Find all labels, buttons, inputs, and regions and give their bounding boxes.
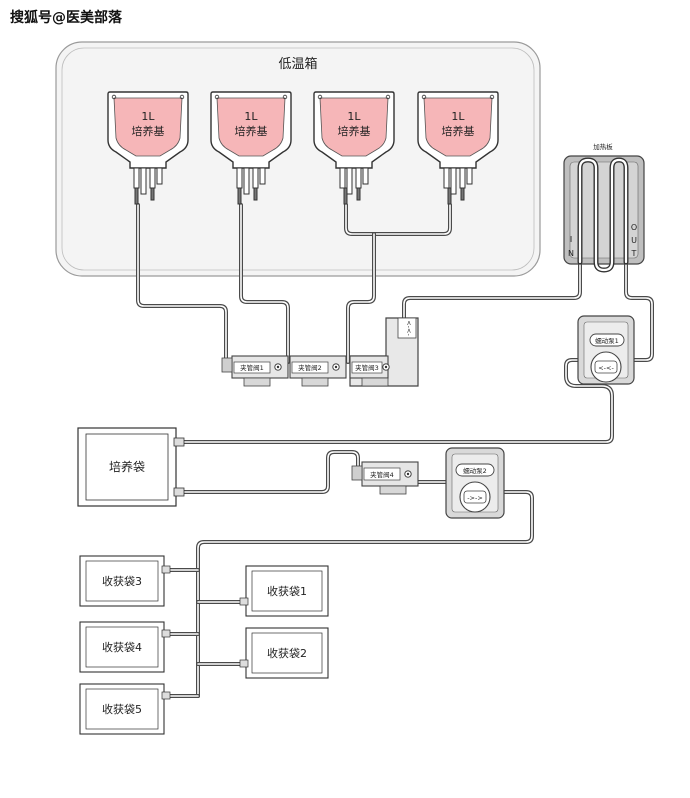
clamp-valve-4: 夹管阀4	[351, 461, 419, 495]
heater-in-label: I	[570, 235, 572, 244]
heater-out-label: O	[631, 223, 637, 232]
bag-ports	[443, 167, 473, 205]
heater-out-label: T	[631, 249, 637, 258]
culture-bag-label: 培养袋	[109, 459, 145, 474]
culture-bag: 培养袋	[77, 427, 185, 507]
clamp-valve-1: 夹管阀1	[221, 355, 289, 387]
media-bag-2: 1L 培养基	[210, 91, 292, 205]
harvest-bag-3: 收获袋3	[79, 555, 171, 607]
heater-label: 加热板	[593, 142, 613, 151]
peristaltic-pump-1: 蠕动泵1 <-<-	[577, 315, 635, 385]
media-bag-4: 1L 培养基	[417, 91, 499, 205]
clamp-label: 夹管阀2	[298, 363, 322, 372]
cold-box-title: 低温箱	[278, 56, 317, 72]
harvest-bag-label: 收获袋2	[267, 646, 307, 660]
pump-direction-arrow-icon: <-<-	[598, 364, 614, 372]
bag-ports	[236, 167, 266, 205]
sensor-label: <-<-	[405, 320, 413, 336]
clamp-valve-2: 夹管阀2	[289, 355, 347, 387]
pump-direction-arrow-icon: ->->	[467, 494, 483, 502]
harvest-bag-label: 收获袋5	[102, 702, 142, 716]
heater-plate: 加热板 I N O U T	[563, 142, 645, 273]
harvest-bag-5: 收获袋5	[79, 683, 171, 735]
media-bag-volume: 1L	[244, 110, 258, 123]
harvest-bag-label: 收获袋4	[102, 640, 142, 654]
harvest-bag-label: 收获袋3	[102, 574, 142, 588]
tube-culture-clamp4	[182, 450, 360, 494]
watermark: 搜狐号@医美部落	[10, 9, 123, 26]
clamp-label: 夹管阀1	[240, 363, 264, 372]
media-bag-volume: 1L	[451, 110, 465, 123]
clamp-valve-3: 夹管阀3	[349, 355, 390, 387]
media-bag-volume: 1L	[347, 110, 361, 123]
media-bag-name: 培养基	[235, 124, 268, 138]
harvest-bag-2: 收获袋2	[239, 627, 329, 679]
pump-label: 蠕动泵1	[595, 336, 619, 345]
heater-in-label: N	[568, 249, 574, 258]
clamp-label: 夹管阀4	[370, 470, 394, 479]
media-bag-1: 1L 培养基	[107, 91, 189, 205]
bag-ports	[339, 167, 369, 205]
peristaltic-pump-2: 蠕动泵2 ->->	[445, 447, 505, 519]
media-bag-name: 培养基	[442, 124, 475, 138]
tubing	[136, 203, 654, 698]
clamp-label: 夹管阀3	[355, 363, 379, 372]
media-bag-3: 1L 培养基	[313, 91, 395, 205]
harvest-bag-1: 收获袋1	[239, 565, 329, 617]
harvest-bag-4: 收获袋4	[79, 621, 171, 673]
media-bag-volume: 1L	[141, 110, 155, 123]
heater-out-label: U	[631, 236, 637, 245]
harvest-bag-label: 收获袋1	[267, 584, 307, 598]
media-bag-name: 培养基	[132, 124, 165, 138]
bag-ports	[133, 167, 163, 205]
media-bag-name: 培养基	[338, 124, 371, 138]
pump-label: 蠕动泵2	[463, 466, 487, 475]
